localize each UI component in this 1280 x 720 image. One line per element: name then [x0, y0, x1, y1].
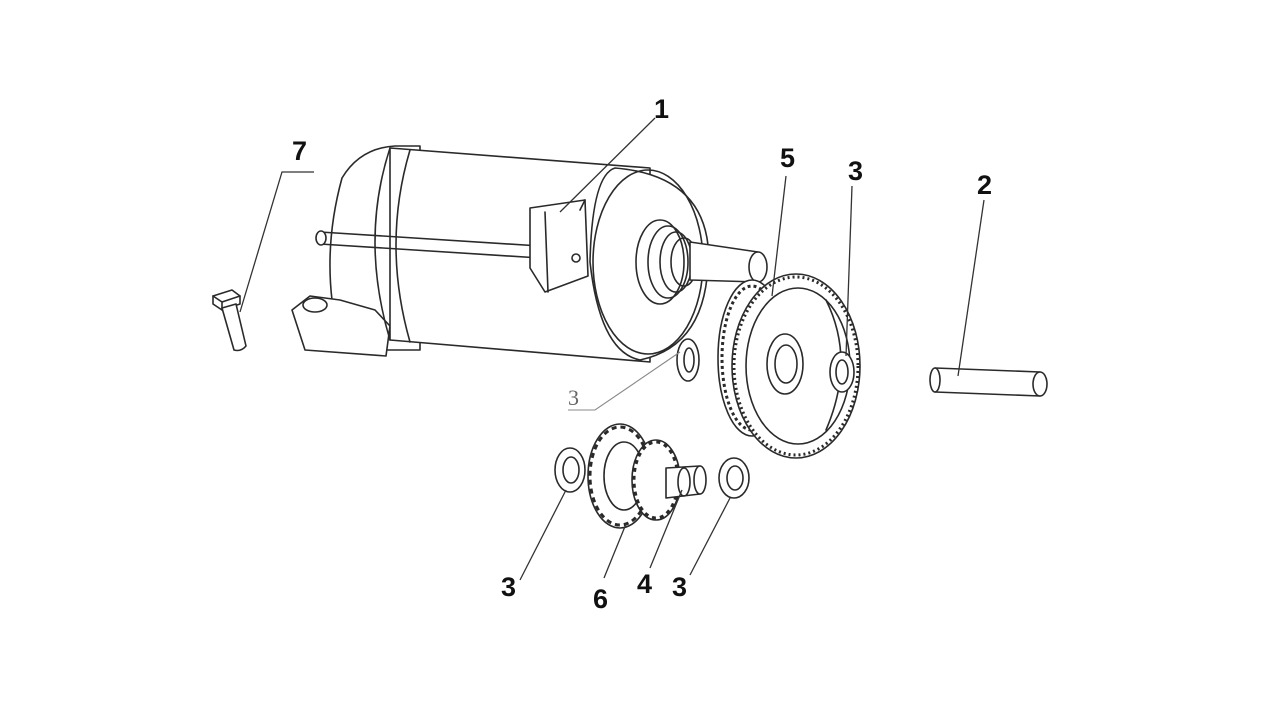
shaft: [665, 465, 707, 499]
washer-motor: [676, 338, 700, 382]
washer-right: [718, 457, 750, 499]
callout-4: 4: [637, 569, 652, 599]
callout-3-left: 3: [501, 572, 516, 602]
leader-5: [771, 175, 787, 297]
leader-1: [559, 117, 656, 213]
leader-6: [603, 523, 627, 579]
reduction-gear: [717, 273, 861, 459]
callout-2: 2: [977, 170, 992, 200]
bolt: [212, 289, 247, 352]
leader-4: [649, 489, 683, 569]
leader-7: [239, 171, 314, 313]
pin: [929, 367, 1048, 397]
leader-3-gear: [845, 185, 853, 357]
leader-3-left: [519, 489, 567, 581]
callout-5: 5: [780, 143, 795, 173]
callout-1: 1: [654, 94, 669, 124]
leader-3-right: [689, 497, 731, 576]
washer-left: [554, 447, 586, 493]
idler-gear: [587, 423, 681, 529]
callout-6: 6: [593, 584, 608, 614]
leader-lines: [239, 117, 985, 581]
callout-3-gear: 3: [848, 156, 863, 186]
callout-3-right: 3: [672, 572, 687, 602]
callout-7: 7: [292, 136, 307, 166]
washer-gear-right: [829, 351, 855, 393]
leader-3-motor: [568, 351, 681, 411]
leader-2: [957, 199, 985, 377]
starter-motor: [291, 145, 768, 363]
callout-3-motor: 3: [568, 385, 579, 410]
